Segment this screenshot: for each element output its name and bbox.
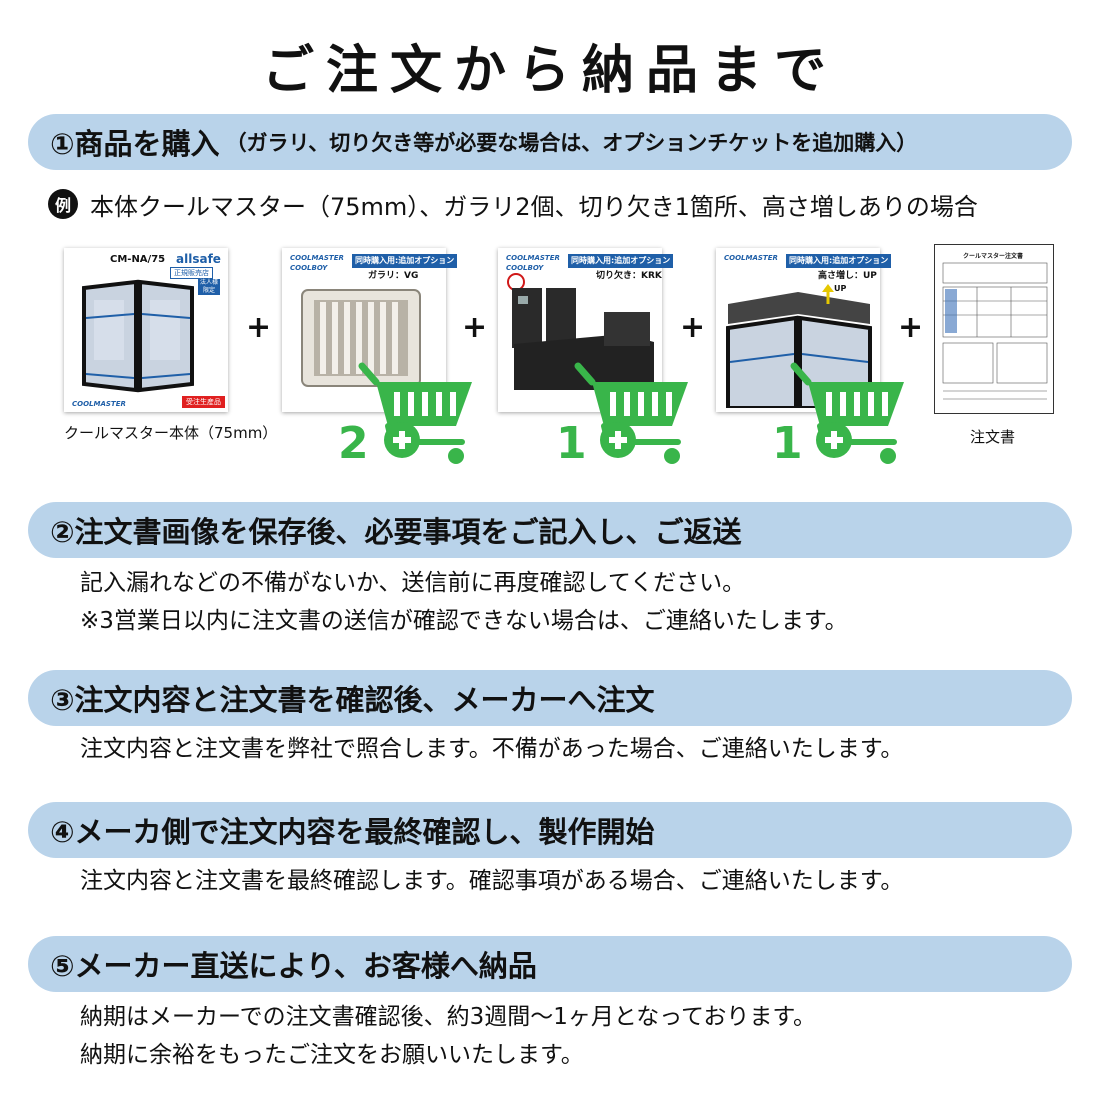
- coolmaster-logo: COOLMASTER: [724, 254, 778, 262]
- step-4-bar: ④メーカ側で注文内容を最終確認し、製作開始: [28, 802, 1072, 858]
- step-5-bar: ⑤メーカー直送により、お客様へ納品: [28, 936, 1072, 992]
- coolboy-logo: COOLBOY: [290, 264, 328, 272]
- coolmaster-logo: COOLMASTER: [290, 254, 344, 262]
- option-name: 切り欠き：KRK: [596, 271, 662, 281]
- dealer-label: 正規販売店: [170, 267, 213, 279]
- step-2-bar: ②注文書画像を保存後、必要事項をご記入し、ご返送: [28, 502, 1072, 558]
- corporate-limit-label: 法人様限定: [198, 279, 220, 295]
- step-5-text: 納期はメーカーでの注文書確認後、約3週間～1ヶ月となっております。 納期に余裕を…: [80, 998, 816, 1074]
- option-name: 高さ増し：UP: [818, 271, 877, 281]
- allsafe-logo: allsafe: [176, 252, 221, 266]
- step-1-title: ①商品を購入: [50, 127, 220, 161]
- step-1-subtitle: （ガラリ、切り欠き等が必要な場合は、オプションチケットを追加購入）: [225, 131, 918, 155]
- step-5-line-1: 納期はメーカーでの注文書確認後、約3週間～1ヶ月となっております。: [80, 1004, 817, 1030]
- step-2-title: ②注文書画像を保存後、必要事項をご記入し、ご返送: [50, 515, 742, 549]
- main-unit-caption: クールマスター本体（75mm）: [64, 424, 278, 442]
- shopping-cart-icon: [574, 362, 688, 464]
- step-3-text: 注文内容と注文書を弊社で照合します。不備があった場合、ご連絡いたします。: [80, 730, 903, 768]
- order-form-caption: 注文書: [970, 428, 1016, 446]
- step-4-line-1: 注文内容と注文書を最終確認します。確認事項がある場合、ご連絡いたします。: [80, 868, 904, 894]
- step-2-text: 記入漏れなどの不備がないか、送信前に再度確認してください。 ※3営業日以内に注文…: [80, 564, 848, 640]
- plus-sign: +: [898, 310, 924, 345]
- option-tag: 同時購入用:追加オプション: [568, 254, 674, 268]
- coolmaster-logo: COOLMASTER: [72, 400, 126, 408]
- step-3-bar: ③注文内容と注文書を確認後、メーカーへ注文: [28, 670, 1072, 726]
- height-extension-illustration: [726, 284, 872, 408]
- cutout-illustration: [507, 273, 654, 390]
- main-unit-model: CM-NA/75: [110, 254, 166, 265]
- step-5-title: ⑤メーカー直送により、お客様へ納品: [50, 949, 537, 983]
- step-4-title: ④メーカ側で注文内容を最終確認し、製作開始: [50, 815, 655, 849]
- step-2-line-1: 記入漏れなどの不備がないか、送信前に再度確認してください。: [80, 570, 746, 596]
- plus-sign: +: [462, 310, 488, 345]
- cart-quantity: 2: [338, 418, 369, 469]
- cart-quantity: 1: [556, 418, 587, 469]
- step-2-line-2: ※3営業日以内に注文書の送信が確認できない場合は、ご連絡いたします。: [80, 608, 848, 634]
- example-line: 例 本体クールマスター（75mm）、ガラリ2個、切り欠き1箇所、高さ増しありの場…: [48, 186, 978, 222]
- example-badge: 例: [48, 189, 78, 219]
- page-title: ご注文から納品まで: [261, 41, 838, 101]
- step-5-line-2: 納期に余裕をもったご注文をお願いいたします。: [80, 1042, 584, 1068]
- cart-quantity: 1: [772, 418, 803, 469]
- option-name: ガラリ：VG: [368, 271, 419, 281]
- step-3-title: ③注文内容と注文書を確認後、メーカーへ注文: [50, 683, 655, 717]
- order-form-grid: [942, 262, 1048, 400]
- made-to-order-badge: 受注生産品: [182, 396, 225, 408]
- step-4-text: 注文内容と注文書を最終確認します。確認事項がある場合、ご連絡いたします。: [80, 862, 903, 900]
- coolboy-logo: COOLBOY: [506, 264, 544, 272]
- plus-sign: +: [246, 310, 272, 345]
- shopping-cart-icon: [358, 362, 472, 464]
- example-text: 本体クールマスター（75mm）、ガラリ2個、切り欠き1箇所、高さ増しありの場合: [90, 192, 978, 221]
- order-form-thumbnail: クールマスター注文書: [934, 244, 1054, 414]
- step-1-bar: ①商品を購入 （ガラリ、切り欠き等が必要な場合は、オプションチケットを追加購入）: [28, 114, 1072, 170]
- main-unit-illustration: [82, 279, 194, 393]
- plus-sign: +: [680, 310, 706, 345]
- product-card-main-unit: CM-NA/75 allsafe 正規販売店 法人様限定 受注生産品 COOLM…: [64, 248, 228, 412]
- up-arrow-label: UP: [834, 284, 847, 293]
- step-3-line-1: 注文内容と注文書を弊社で照合します。不備があった場合、ご連絡いたします。: [80, 736, 904, 762]
- option-tag: 同時購入用:追加オプション: [352, 254, 458, 268]
- coolmaster-logo: COOLMASTER: [506, 254, 560, 262]
- order-form-title: クールマスター注文書: [963, 253, 1024, 260]
- option-tag: 同時購入用:追加オプション: [786, 254, 892, 268]
- shopping-cart-icon: [790, 362, 904, 464]
